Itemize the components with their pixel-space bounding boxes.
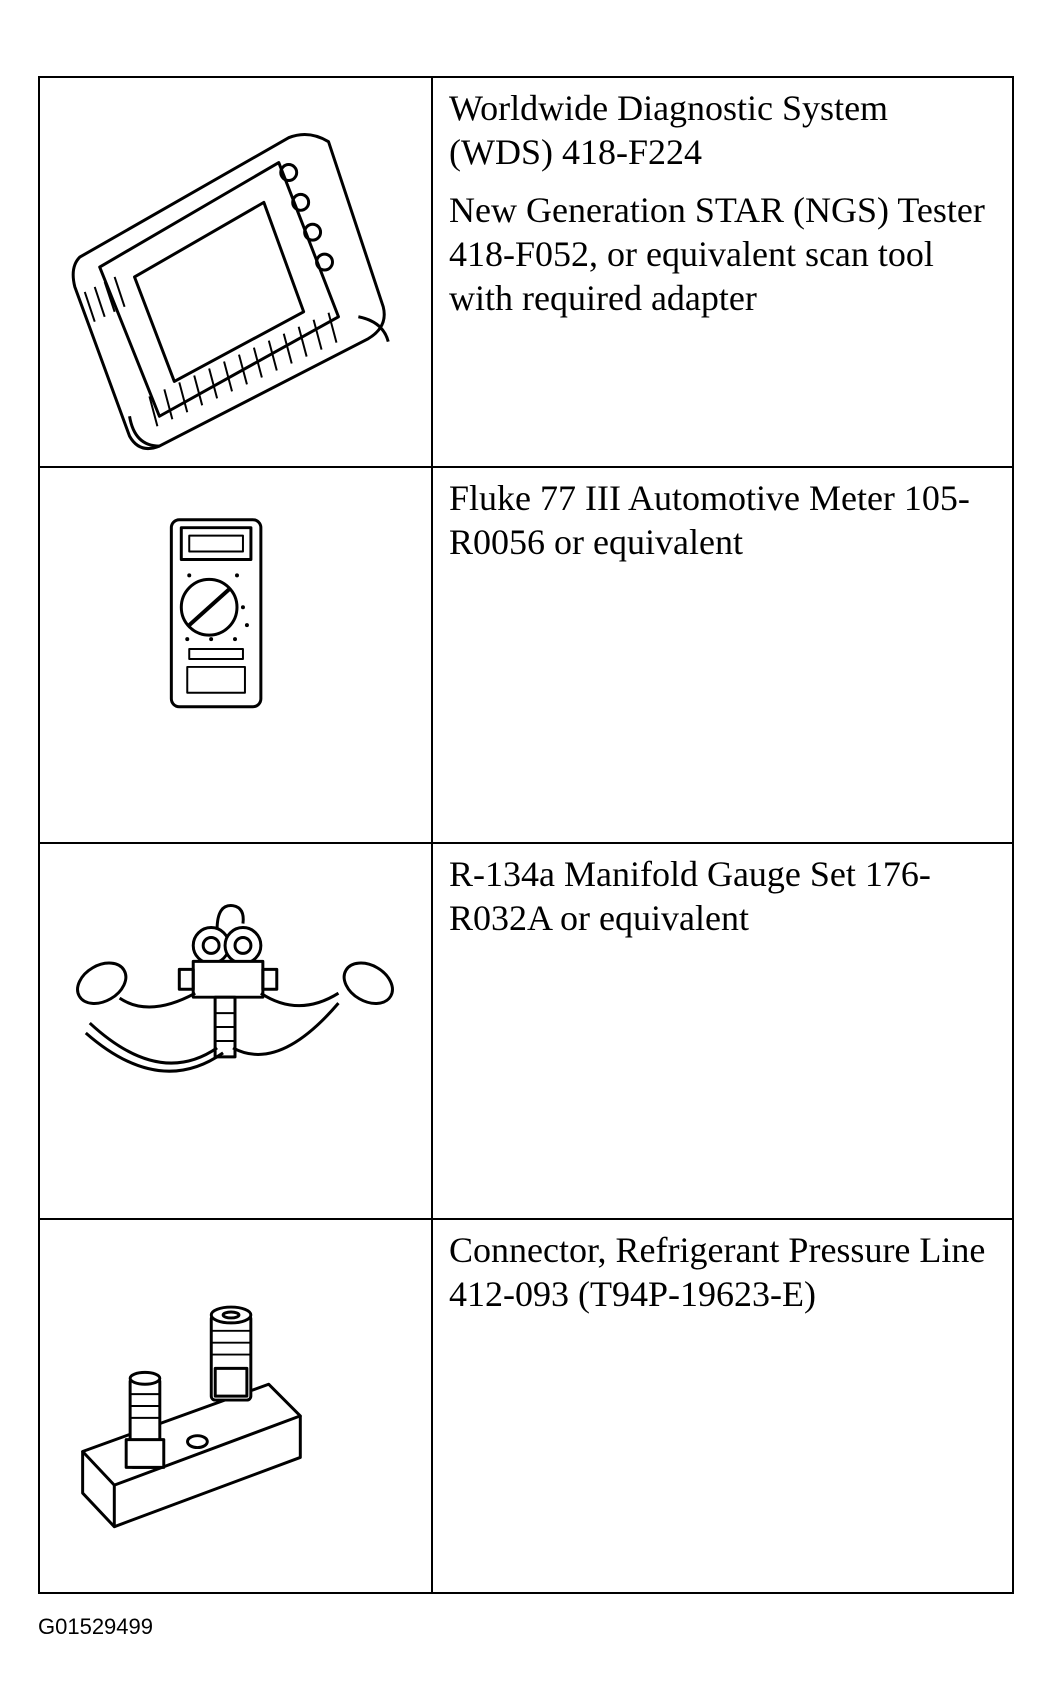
tool-description-cell: Fluke 77 III Automotive Meter 105-R0056 … — [433, 468, 1012, 844]
tool-illustration-cell — [40, 844, 433, 1220]
tool-description-cell: Worldwide Diagnostic System (WDS) 418-F2… — [433, 78, 1012, 468]
tool-illustration-cell — [40, 468, 433, 844]
tool-description: Fluke 77 III Automotive Meter 105-R0056 … — [449, 478, 970, 562]
manifold-gauge-icon — [76, 904, 394, 1073]
special-tools-table: Worldwide Diagnostic System (WDS) 418-F2… — [38, 76, 1014, 1594]
tool-description-cell: Connector, Refrigerant Pressure Line 412… — [433, 1220, 1012, 1592]
figure-id: G01529499 — [38, 1614, 153, 1639]
tool-description: Worldwide Diagnostic System (WDS) 418-F2… — [449, 88, 889, 172]
scan-tool-icon — [71, 133, 390, 450]
tool-description-cell: R-134a Manifold Gauge Set 176-R032A or e… — [433, 844, 1012, 1220]
multimeter-icon — [169, 518, 263, 709]
tool-description: New Generation STAR (NGS) Tester 418-F05… — [449, 190, 985, 318]
tool-illustration-cell — [40, 78, 433, 468]
pressure-line-connector-icon — [81, 1305, 302, 1529]
tool-description: R-134a Manifold Gauge Set 176-R032A or e… — [449, 854, 931, 938]
tool-description: Connector, Refrigerant Pressure Line 412… — [449, 1230, 986, 1314]
tool-illustration-cell — [40, 1220, 433, 1592]
